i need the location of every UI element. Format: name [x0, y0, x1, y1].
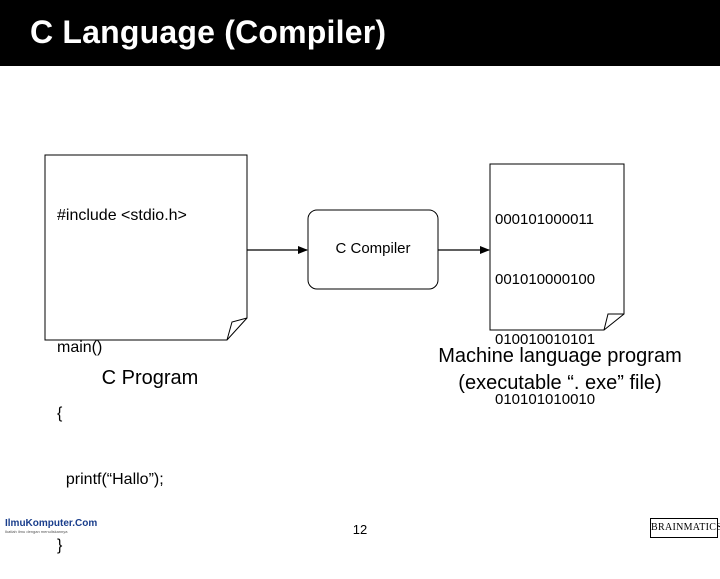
code-line: main() [57, 339, 103, 356]
binary-line: 000101000011 [495, 211, 594, 228]
compiler-label: C Compiler [335, 240, 411, 257]
page-number: 12 [352, 522, 368, 537]
caption-machine-language: Machine language program (executable “. … [410, 343, 710, 397]
logo-right-text: BRAINMATICS [651, 522, 720, 533]
source-code: #include <stdio.h> main() { printf(“Hall… [57, 161, 187, 579]
binary-line: 010010010101 [495, 331, 596, 348]
logo-left-text: IlmuKomputer.Com [5, 518, 98, 529]
code-line: { [57, 405, 63, 422]
code-line: } [57, 537, 63, 554]
caption-c-program: C Program [101, 367, 199, 389]
logo-left-subtext: Ikatlah ilmu dengan menuliskannya [5, 529, 68, 534]
code-line: printf(“Hallo”); [57, 471, 164, 488]
binary-line: 001010000100 [495, 271, 596, 288]
slide-title: C Language (Compiler) [30, 14, 387, 50]
code-line [57, 271, 187, 293]
flow-diagram [44, 154, 625, 341]
binary-line: 010101010010 [495, 391, 596, 408]
output-document-fold [603, 313, 624, 331]
output-document-shape [489, 163, 625, 331]
brainmatics-logo: BRAINMATICS [650, 518, 720, 538]
machine-code: 000101000011 001010000100 010010010101 0… [495, 170, 595, 430]
caption-machine-line-1: Machine language program [438, 345, 682, 367]
source-document-fold [226, 317, 248, 341]
caption-machine-line-2: (executable “. exe” file) [458, 372, 662, 394]
title-bar: C Language (Compiler) [0, 0, 720, 66]
source-document-shape [44, 154, 248, 341]
ilmukomputer-logo: IlmuKomputer.Com Ikatlah ilmu dengan men… [5, 518, 97, 534]
code-line: #include <stdio.h> [57, 207, 187, 224]
